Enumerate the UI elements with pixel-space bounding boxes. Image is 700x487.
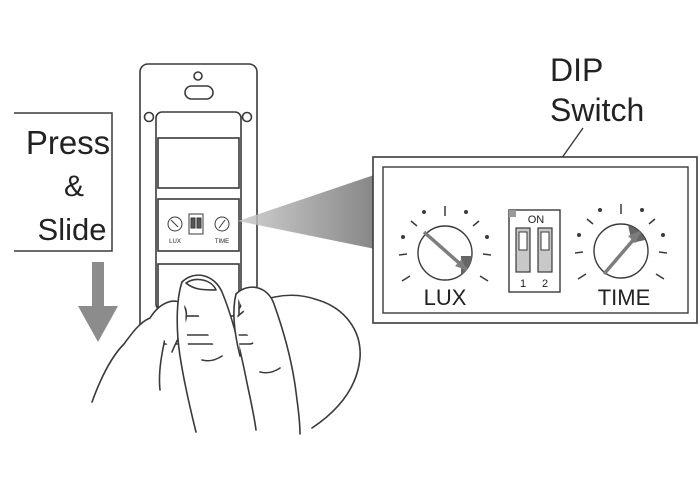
time-label: TIME bbox=[598, 285, 651, 310]
device-top-slot bbox=[184, 85, 214, 100]
slide-text: Slide bbox=[38, 212, 107, 247]
middle-finger bbox=[235, 286, 301, 435]
lux-dial bbox=[398, 206, 492, 282]
lux-label: LUX bbox=[424, 285, 467, 310]
knuckle-lines bbox=[201, 355, 281, 374]
screw-left-icon bbox=[143, 111, 155, 123]
callout-dip-text: DIP bbox=[550, 52, 603, 88]
device-lux-label: LUX bbox=[169, 239, 181, 245]
dip-switch-2-label: 2 bbox=[542, 278, 548, 290]
screw-right-icon bbox=[241, 111, 253, 123]
slide-down-arrow bbox=[78, 262, 118, 342]
time-scale-dots bbox=[577, 208, 665, 237]
dip-switch-1-label: 1 bbox=[520, 278, 526, 290]
hand-illustration bbox=[91, 274, 361, 435]
press-text: Press bbox=[26, 124, 110, 161]
device-sensor-window bbox=[157, 137, 240, 189]
lux-scale-ticks bbox=[398, 206, 492, 282]
device-top-hole bbox=[193, 71, 203, 81]
device-time-label: TIME bbox=[215, 239, 229, 245]
dip-switch-callout: DIP Switch bbox=[524, 52, 644, 211]
time-dial bbox=[574, 204, 668, 280]
callout-switch-text: Switch bbox=[550, 92, 644, 128]
detail-panel: LUX ON 1 2 bbox=[372, 156, 698, 324]
magnify-projection-beam bbox=[238, 173, 380, 250]
dip-switch-block: ON 1 2 bbox=[508, 209, 561, 293]
time-scale-ticks bbox=[574, 204, 668, 280]
lux-scale-dots bbox=[401, 210, 489, 239]
ampersand-text: & bbox=[64, 170, 84, 203]
dip-on-label: ON bbox=[528, 214, 545, 226]
device-mini-controls: LUX TIME bbox=[167, 213, 230, 245]
fingernail bbox=[185, 278, 217, 291]
press-slide-label: Press & Slide bbox=[14, 112, 113, 252]
